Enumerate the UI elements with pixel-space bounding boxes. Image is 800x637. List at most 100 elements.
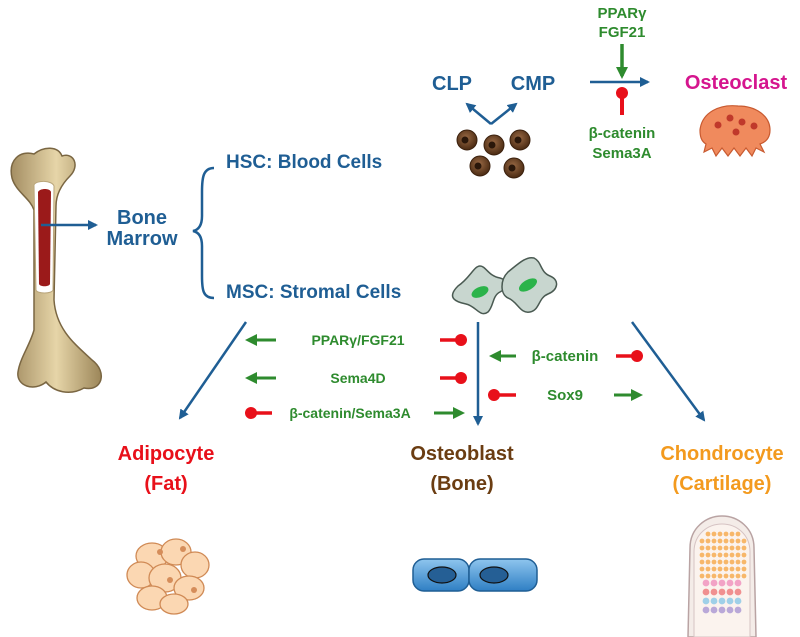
cartilage-cell xyxy=(705,531,711,537)
osteo-chondro-regulator-1: β-catenin xyxy=(532,348,599,365)
cartilage-cell xyxy=(699,552,705,558)
cartilage-cell xyxy=(735,545,741,551)
cartilage-cell xyxy=(741,573,747,579)
cartilage-cell xyxy=(710,597,718,605)
cmp-label: CMP xyxy=(511,73,555,95)
cartilage-cell xyxy=(723,545,729,551)
cartilage-cell xyxy=(741,538,747,544)
cartilage-cell xyxy=(705,538,711,544)
row1-inhibit-head xyxy=(455,334,467,346)
cartilage-cell xyxy=(735,552,741,558)
row2-inhibit-head xyxy=(455,372,467,384)
adipo-osteo-regulator-2: Sema4D xyxy=(330,370,385,386)
cartilage-cell xyxy=(717,573,723,579)
cartilage-cell xyxy=(718,606,726,614)
clp-label: CLP xyxy=(432,73,472,95)
cartilage-cell xyxy=(699,559,705,565)
osteoclast-inhibition-head xyxy=(616,87,628,99)
cartilage-cell xyxy=(741,566,747,572)
to-adipocyte-arrow xyxy=(178,321,248,420)
hsc-label: HSC: Blood Cells xyxy=(226,152,382,173)
cartilage-cell xyxy=(699,566,705,572)
cartilage-cell xyxy=(699,573,705,579)
cartilage-cell xyxy=(710,579,718,587)
cartilage-cell xyxy=(723,573,729,579)
cartilage-cell xyxy=(735,538,741,544)
cartilage-cell xyxy=(717,545,723,551)
cartilage-cell xyxy=(702,588,710,596)
cartilage-cell xyxy=(726,588,734,596)
chondrocyte-tissue-label: (Cartilage) xyxy=(673,473,772,495)
osteoclast-activator-1: PPARγ xyxy=(598,5,648,22)
cartilage-cell xyxy=(741,559,747,565)
chondrocyte-label: Chondrocyte xyxy=(660,443,783,465)
cartilage-cell xyxy=(729,566,735,572)
cartilage-cell xyxy=(699,545,705,551)
cartilage-cell xyxy=(711,531,717,537)
adipo-osteo-regulator-3: β-catenin/Sema3A xyxy=(289,405,410,421)
osteoclast-cell-icon xyxy=(699,105,771,158)
bone-marrow-label-1: Bone xyxy=(117,207,167,229)
cartilage-cell xyxy=(702,579,710,587)
osteoclast-label: Osteoclast xyxy=(685,72,788,94)
osteoblast-label: Osteoblast xyxy=(410,443,514,465)
cartilage-cell xyxy=(723,538,729,544)
beta-catenin-inhibit-head xyxy=(631,350,643,362)
cartilage-cell xyxy=(702,597,710,605)
cartilage-cell xyxy=(734,597,742,605)
bone-marrow-label-2: Marrow xyxy=(106,228,178,250)
cartilage-cell xyxy=(717,531,723,537)
cartilage-cell xyxy=(729,538,735,544)
cartilage-cell xyxy=(710,606,718,614)
brace xyxy=(192,166,215,300)
osteoclast-inhibitor-2: Sema3A xyxy=(592,145,651,162)
cartilage-cell xyxy=(726,597,734,605)
sox9-inhibit-head xyxy=(488,389,500,401)
to-cmp-arrow xyxy=(490,102,518,125)
adipocyte-cluster-icon xyxy=(126,538,210,615)
osteoblast-tissue-label: (Bone) xyxy=(430,473,493,495)
cartilage-cell xyxy=(710,588,718,596)
cartilage-cell xyxy=(723,552,729,558)
osteo-chondro-regulator-2: Sox9 xyxy=(547,387,583,404)
cartilage-cell xyxy=(723,566,729,572)
cartilage-cell xyxy=(711,573,717,579)
cartilage-cell xyxy=(711,552,717,558)
osteoclast-activator-2: FGF21 xyxy=(599,24,646,41)
cartilage-cell xyxy=(729,559,735,565)
cartilage-cell xyxy=(735,573,741,579)
cartilage-cell xyxy=(711,566,717,572)
cartilage-cell xyxy=(741,545,747,551)
cartilage-cell xyxy=(702,606,710,614)
cartilage-cell xyxy=(705,566,711,572)
cartilage-cell xyxy=(711,538,717,544)
adipo-osteo-regulator-1: PPARγ/FGF21 xyxy=(311,332,404,348)
row3-inhibit-head xyxy=(245,407,257,419)
cartilage-cell xyxy=(734,579,742,587)
cartilage-cell xyxy=(717,552,723,558)
cartilage-cell xyxy=(705,545,711,551)
cartilage-cell xyxy=(705,573,711,579)
femur-bone-icon xyxy=(10,147,102,394)
cartilage-cell xyxy=(717,538,723,544)
cartilage-cell xyxy=(726,606,734,614)
cartilage-cell xyxy=(718,579,726,587)
cartilage-cell xyxy=(705,552,711,558)
cartilage-cell xyxy=(729,552,735,558)
cartilage-cell xyxy=(711,559,717,565)
cartilage-cell xyxy=(717,559,723,565)
cartilage-cell xyxy=(718,588,726,596)
cartilage-cell xyxy=(734,606,742,614)
cartilage-cell xyxy=(718,597,726,605)
cartilage-cell xyxy=(717,566,723,572)
cartilage-cell xyxy=(705,559,711,565)
cartilage-cell xyxy=(735,559,741,565)
msc-label: MSC: Stromal Cells xyxy=(226,282,401,303)
cartilage-cell xyxy=(729,531,735,537)
cartilage-cell xyxy=(734,588,742,596)
cartilage-cell xyxy=(741,552,747,558)
cartilage-cell xyxy=(735,531,741,537)
growth-plate-cartilage-icon xyxy=(687,515,757,637)
